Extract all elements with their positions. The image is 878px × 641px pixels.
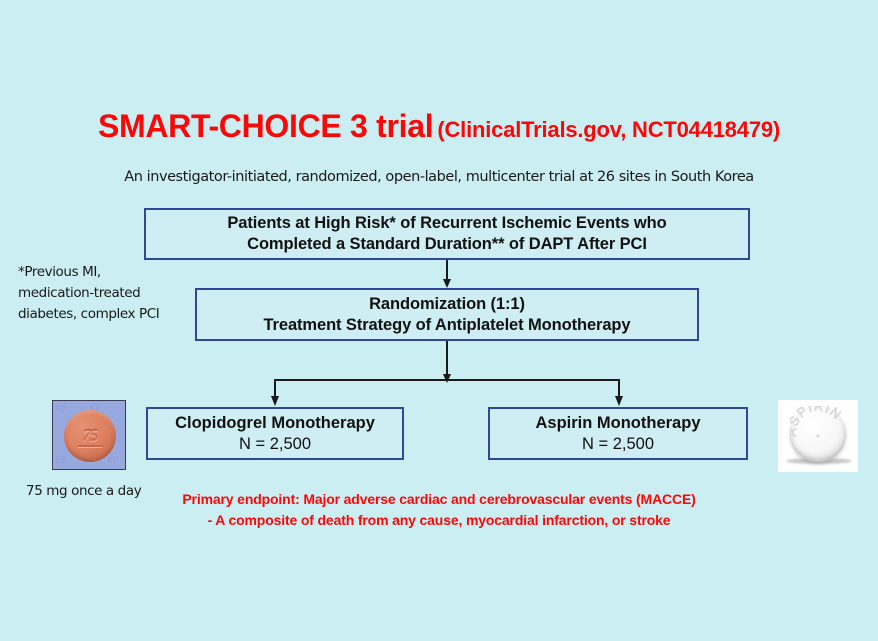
arrowhead-aspirin — [615, 396, 623, 406]
trial-subtitle: An investigator-initiated, randomized, o… — [124, 169, 754, 185]
title-main-text: SMART-CHOICE 3 trial — [97, 108, 434, 144]
clopidogrel-tablet: 75 — [64, 410, 116, 462]
clopidogrel-imprint: 75 — [82, 426, 99, 445]
title-registry-text: (ClinicalTrials.gov, NCT04418479) — [437, 117, 781, 142]
footnote-line-2: medication-treated — [18, 285, 141, 301]
pill-watermark-2: KP — [89, 403, 101, 413]
aspirin-tablet — [790, 406, 846, 462]
aspirin-pill-image: ASPIRIN — [778, 400, 858, 472]
clopidogrel-imprint-underline — [78, 445, 102, 447]
high-risk-footnote: *Previous MI, medication-treated diabete… — [18, 262, 178, 325]
clopidogrel-arm-label: Clopidogrel Monotherapy — [175, 413, 375, 432]
endpoint-line-1: Primary endpoint: Major adverse cardiac … — [182, 491, 696, 507]
pill-watermark-4: KP — [107, 455, 119, 465]
page-title: SMART-CHOICE 3 trial(ClinicalTrials.gov,… — [0, 108, 878, 145]
population-line-1: Patients at High Risk* of Recurrent Isch… — [227, 214, 667, 232]
aspirin-imprint-text: ASPIRIN — [790, 406, 844, 437]
dose-note: 75 mg once a day — [26, 483, 142, 499]
randomization-line-1: Randomization (1:1) — [369, 294, 525, 313]
footnote-line-3: diabetes, complex PCI — [18, 306, 160, 322]
aspirin-arm-n: N = 2,500 — [581, 434, 654, 453]
flowchart-box-aspirin-arm: Aspirin Monotherapy N = 2,500 — [488, 407, 748, 460]
flowchart-box-population: Patients at High Risk* of Recurrent Isch… — [144, 208, 750, 260]
clopidogrel-arm-n: N = 2,500 — [238, 434, 311, 453]
arrowhead-split — [443, 374, 451, 383]
aspirin-imprint: ASPIRIN — [790, 406, 845, 438]
aspirin-arm-label: Aspirin Monotherapy — [535, 413, 701, 432]
randomization-line-2: Treatment Strategy of Antiplatelet Monot… — [263, 315, 631, 334]
arrowhead-clopidogrel — [271, 396, 279, 406]
arrowhead-randomization — [443, 279, 451, 288]
aspirin-tablet-dimple — [816, 434, 820, 438]
footnote-line-1: *Previous MI, — [18, 264, 101, 280]
endpoint-line-2: - A composite of death from any cause, m… — [207, 512, 671, 528]
flowchart-box-clopidogrel-arm: Clopidogrel Monotherapy N = 2,500 — [146, 407, 404, 460]
svg-text:ASPIRIN: ASPIRIN — [790, 406, 845, 437]
clopidogrel-pill-image: KP KP KP KP 75 — [52, 400, 126, 470]
pill-watermark-1: KP — [55, 404, 67, 414]
pill-watermark-3: KP — [55, 455, 67, 465]
flowchart-box-randomization: Randomization (1:1) Treatment Strategy o… — [195, 288, 699, 341]
primary-endpoint-text: Primary endpoint: Major adverse cardiac … — [0, 489, 878, 531]
population-line-2: Completed a Standard Duration** of DAPT … — [247, 235, 647, 253]
